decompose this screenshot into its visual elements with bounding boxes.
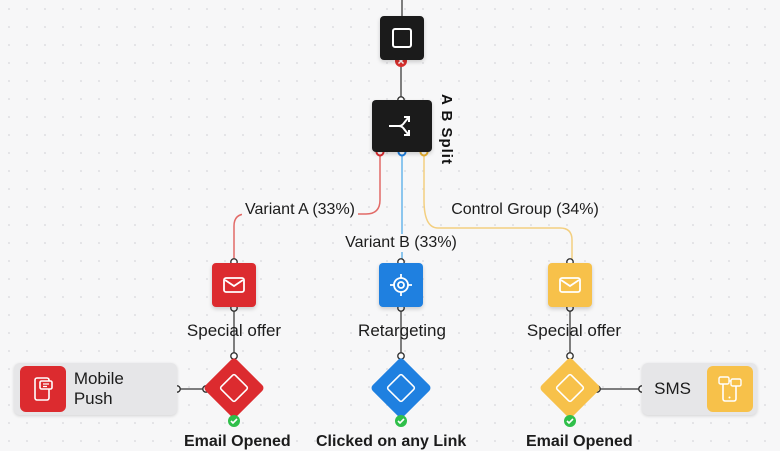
mobile-push-label: Mobile Push xyxy=(73,369,124,408)
cropped-label-3: Email Opened xyxy=(526,433,633,450)
condition-diamond-1[interactable] xyxy=(203,357,265,419)
target-icon xyxy=(390,274,412,296)
condition-diamond-2[interactable] xyxy=(370,357,432,419)
mobile-push-icon xyxy=(20,366,66,412)
condition-diamond-3[interactable] xyxy=(539,357,601,419)
message-label-1: Special offer xyxy=(186,321,282,340)
edge-label-control: Control Group (34%) xyxy=(448,201,602,219)
message-label-2: Retargeting xyxy=(358,321,446,340)
mail-icon xyxy=(223,277,245,293)
mobile-push-card[interactable]: Mobile Push xyxy=(14,363,177,415)
diamond2-input-port[interactable] xyxy=(397,352,405,360)
top-action-node[interactable] xyxy=(380,16,424,60)
message-node-1[interactable] xyxy=(212,263,256,307)
cropped-label-2: Clicked on any Link xyxy=(316,433,467,450)
edge-label-variant-a: Variant A (33%) xyxy=(242,201,358,219)
cropped-label-1: Email Opened xyxy=(184,433,291,450)
square-outline-icon xyxy=(392,28,412,48)
message-node-2[interactable] xyxy=(379,263,423,307)
edge-control xyxy=(423,152,573,262)
diamond1-input-port[interactable] xyxy=(230,352,238,360)
success-check-icon xyxy=(564,415,576,427)
mail-icon xyxy=(559,277,581,293)
split-arrows-icon xyxy=(389,116,410,136)
message-node-3[interactable] xyxy=(548,263,592,307)
edge-label-variant-b: Variant B (33%) xyxy=(342,234,460,252)
sms-phone-icon xyxy=(707,366,753,412)
sms-label: SMS xyxy=(654,379,691,398)
message-label-3: Special offer xyxy=(526,321,622,340)
sms-card[interactable]: SMS xyxy=(642,363,757,415)
ab-split-node[interactable] xyxy=(372,100,432,152)
success-check-icon xyxy=(228,415,240,427)
success-check-icon xyxy=(395,415,407,427)
diamond3-input-port[interactable] xyxy=(566,352,574,360)
split-title: A B Split xyxy=(438,94,455,165)
